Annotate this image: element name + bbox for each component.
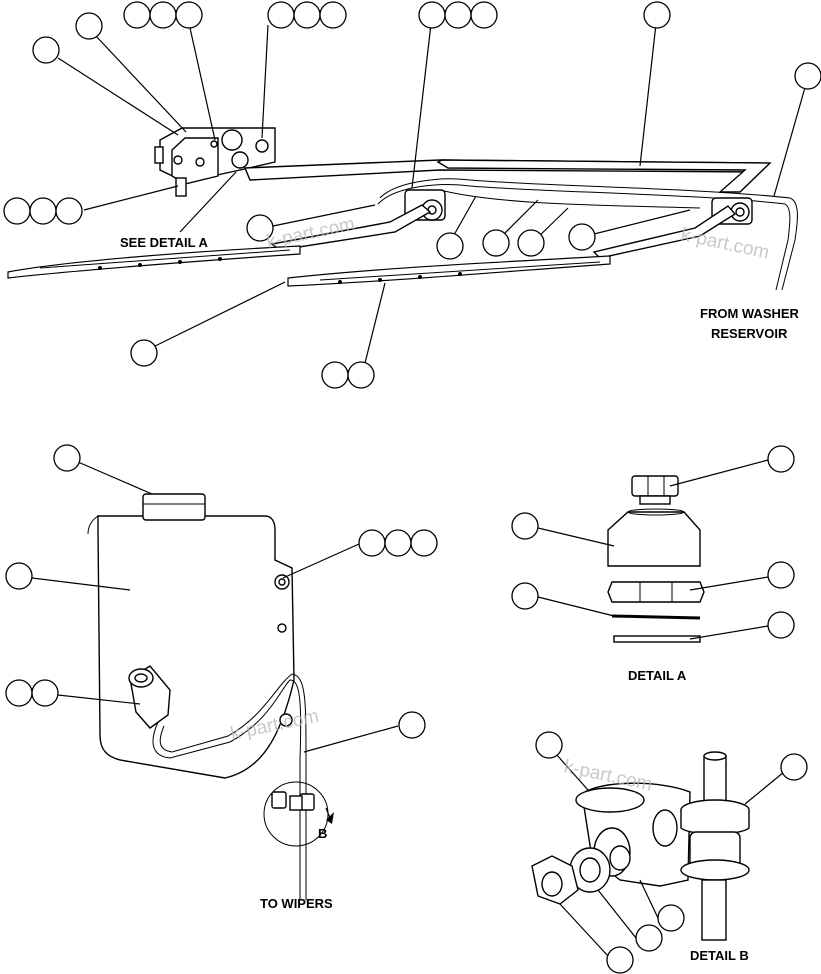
detail-a-leader-lines — [537, 459, 769, 640]
detail-a-bushing — [607, 511, 701, 567]
top-leader-lines — [57, 23, 807, 376]
watermarks: k-part.com k-part.com k-part.com k-part.… — [229, 214, 771, 796]
left-wiper-blade — [7, 245, 301, 279]
right-wiper-arm — [592, 205, 737, 259]
wiper-assembly — [7, 127, 798, 291]
from-washer-label-line1: FROM WASHER — [700, 306, 800, 321]
detail-a-washer — [613, 635, 701, 643]
reservoir-leader-lines — [31, 461, 399, 753]
detail-a-label: DETAIL A — [628, 668, 687, 683]
detail-b-label: DETAIL B — [690, 948, 749, 963]
right-wiper-blade — [287, 255, 611, 287]
top-callout-bubbles — [3, 1, 821, 389]
reservoir-callout-bubbles — [5, 444, 438, 739]
to-wipers-label: TO WIPERS — [260, 896, 333, 911]
detail-a-callout-bubbles — [511, 445, 795, 639]
watermark-1: k-part.com — [265, 214, 357, 253]
wiper-motor-plate — [171, 137, 219, 185]
view-b-label: B — [318, 826, 327, 841]
washer-reservoir — [87, 493, 334, 900]
detail-a-exploded — [607, 475, 705, 643]
left-wiper-arm — [270, 204, 432, 251]
reservoir-cap — [142, 493, 206, 521]
detail-b-exploded — [531, 751, 750, 941]
detail-b-callout-bubbles — [535, 731, 808, 974]
see-detail-a-label: SEE DETAIL A — [120, 235, 208, 250]
detail-b-leader-lines — [555, 753, 785, 957]
from-washer-label-line2: RESERVOIR — [711, 326, 788, 341]
reservoir-body — [97, 515, 295, 779]
detail-a-nut — [607, 581, 705, 603]
watermark-2: k-part.com — [679, 224, 771, 263]
